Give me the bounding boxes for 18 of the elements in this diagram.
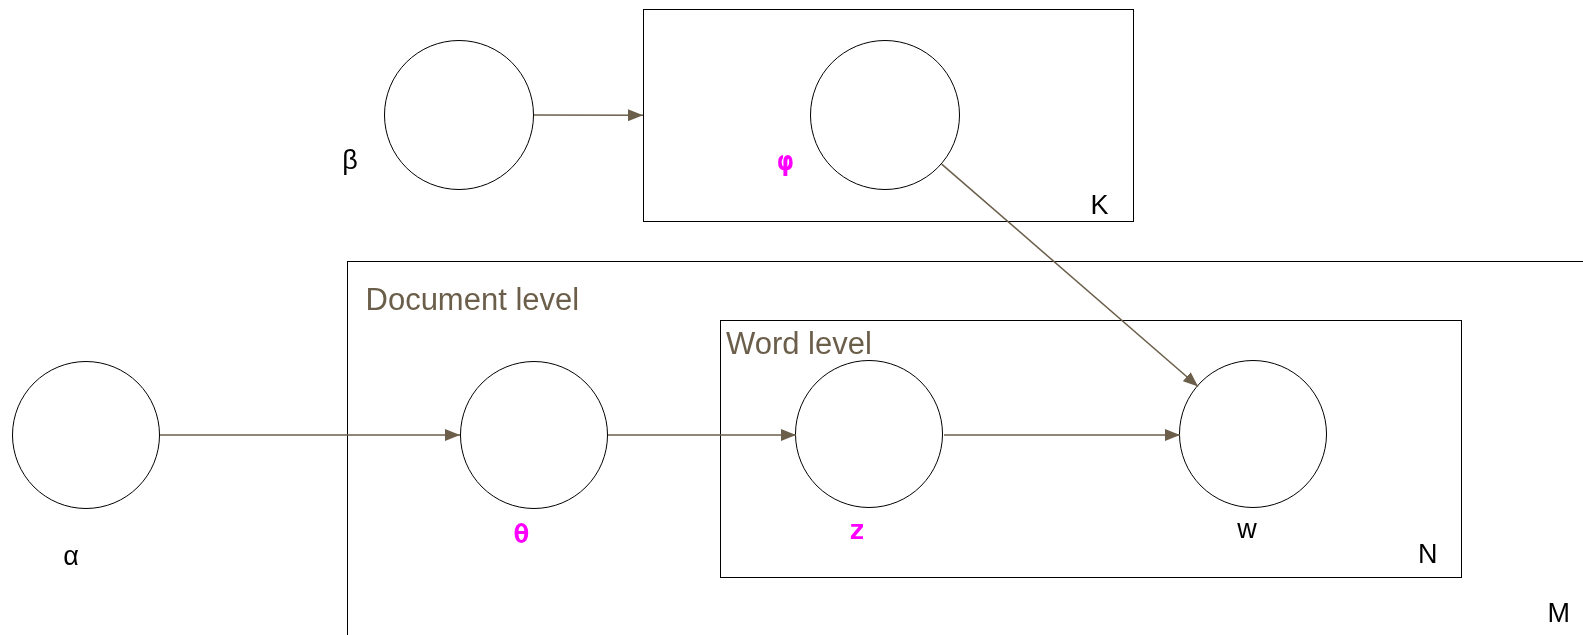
arrow [159, 429, 461, 441]
plate-box [719, 319, 1462, 578]
plate-count-label: N [1418, 541, 1438, 568]
arrow [940, 163, 1199, 388]
variable-label: z [848, 515, 866, 543]
variable-label: w [1237, 515, 1257, 543]
variable-label: α [63, 542, 79, 570]
plate-box [347, 261, 1583, 635]
plate-count-label: M [1547, 599, 1570, 627]
variable-label: β [342, 146, 358, 174]
plate-count-label: K [1090, 191, 1109, 219]
arrow [533, 109, 644, 122]
plate-title: Document level [365, 283, 580, 315]
plate-title: Word level [726, 328, 872, 359]
arrow [607, 429, 797, 441]
arrow [943, 429, 1181, 441]
plate-box [643, 9, 1134, 222]
variable-label: θ [513, 519, 530, 546]
